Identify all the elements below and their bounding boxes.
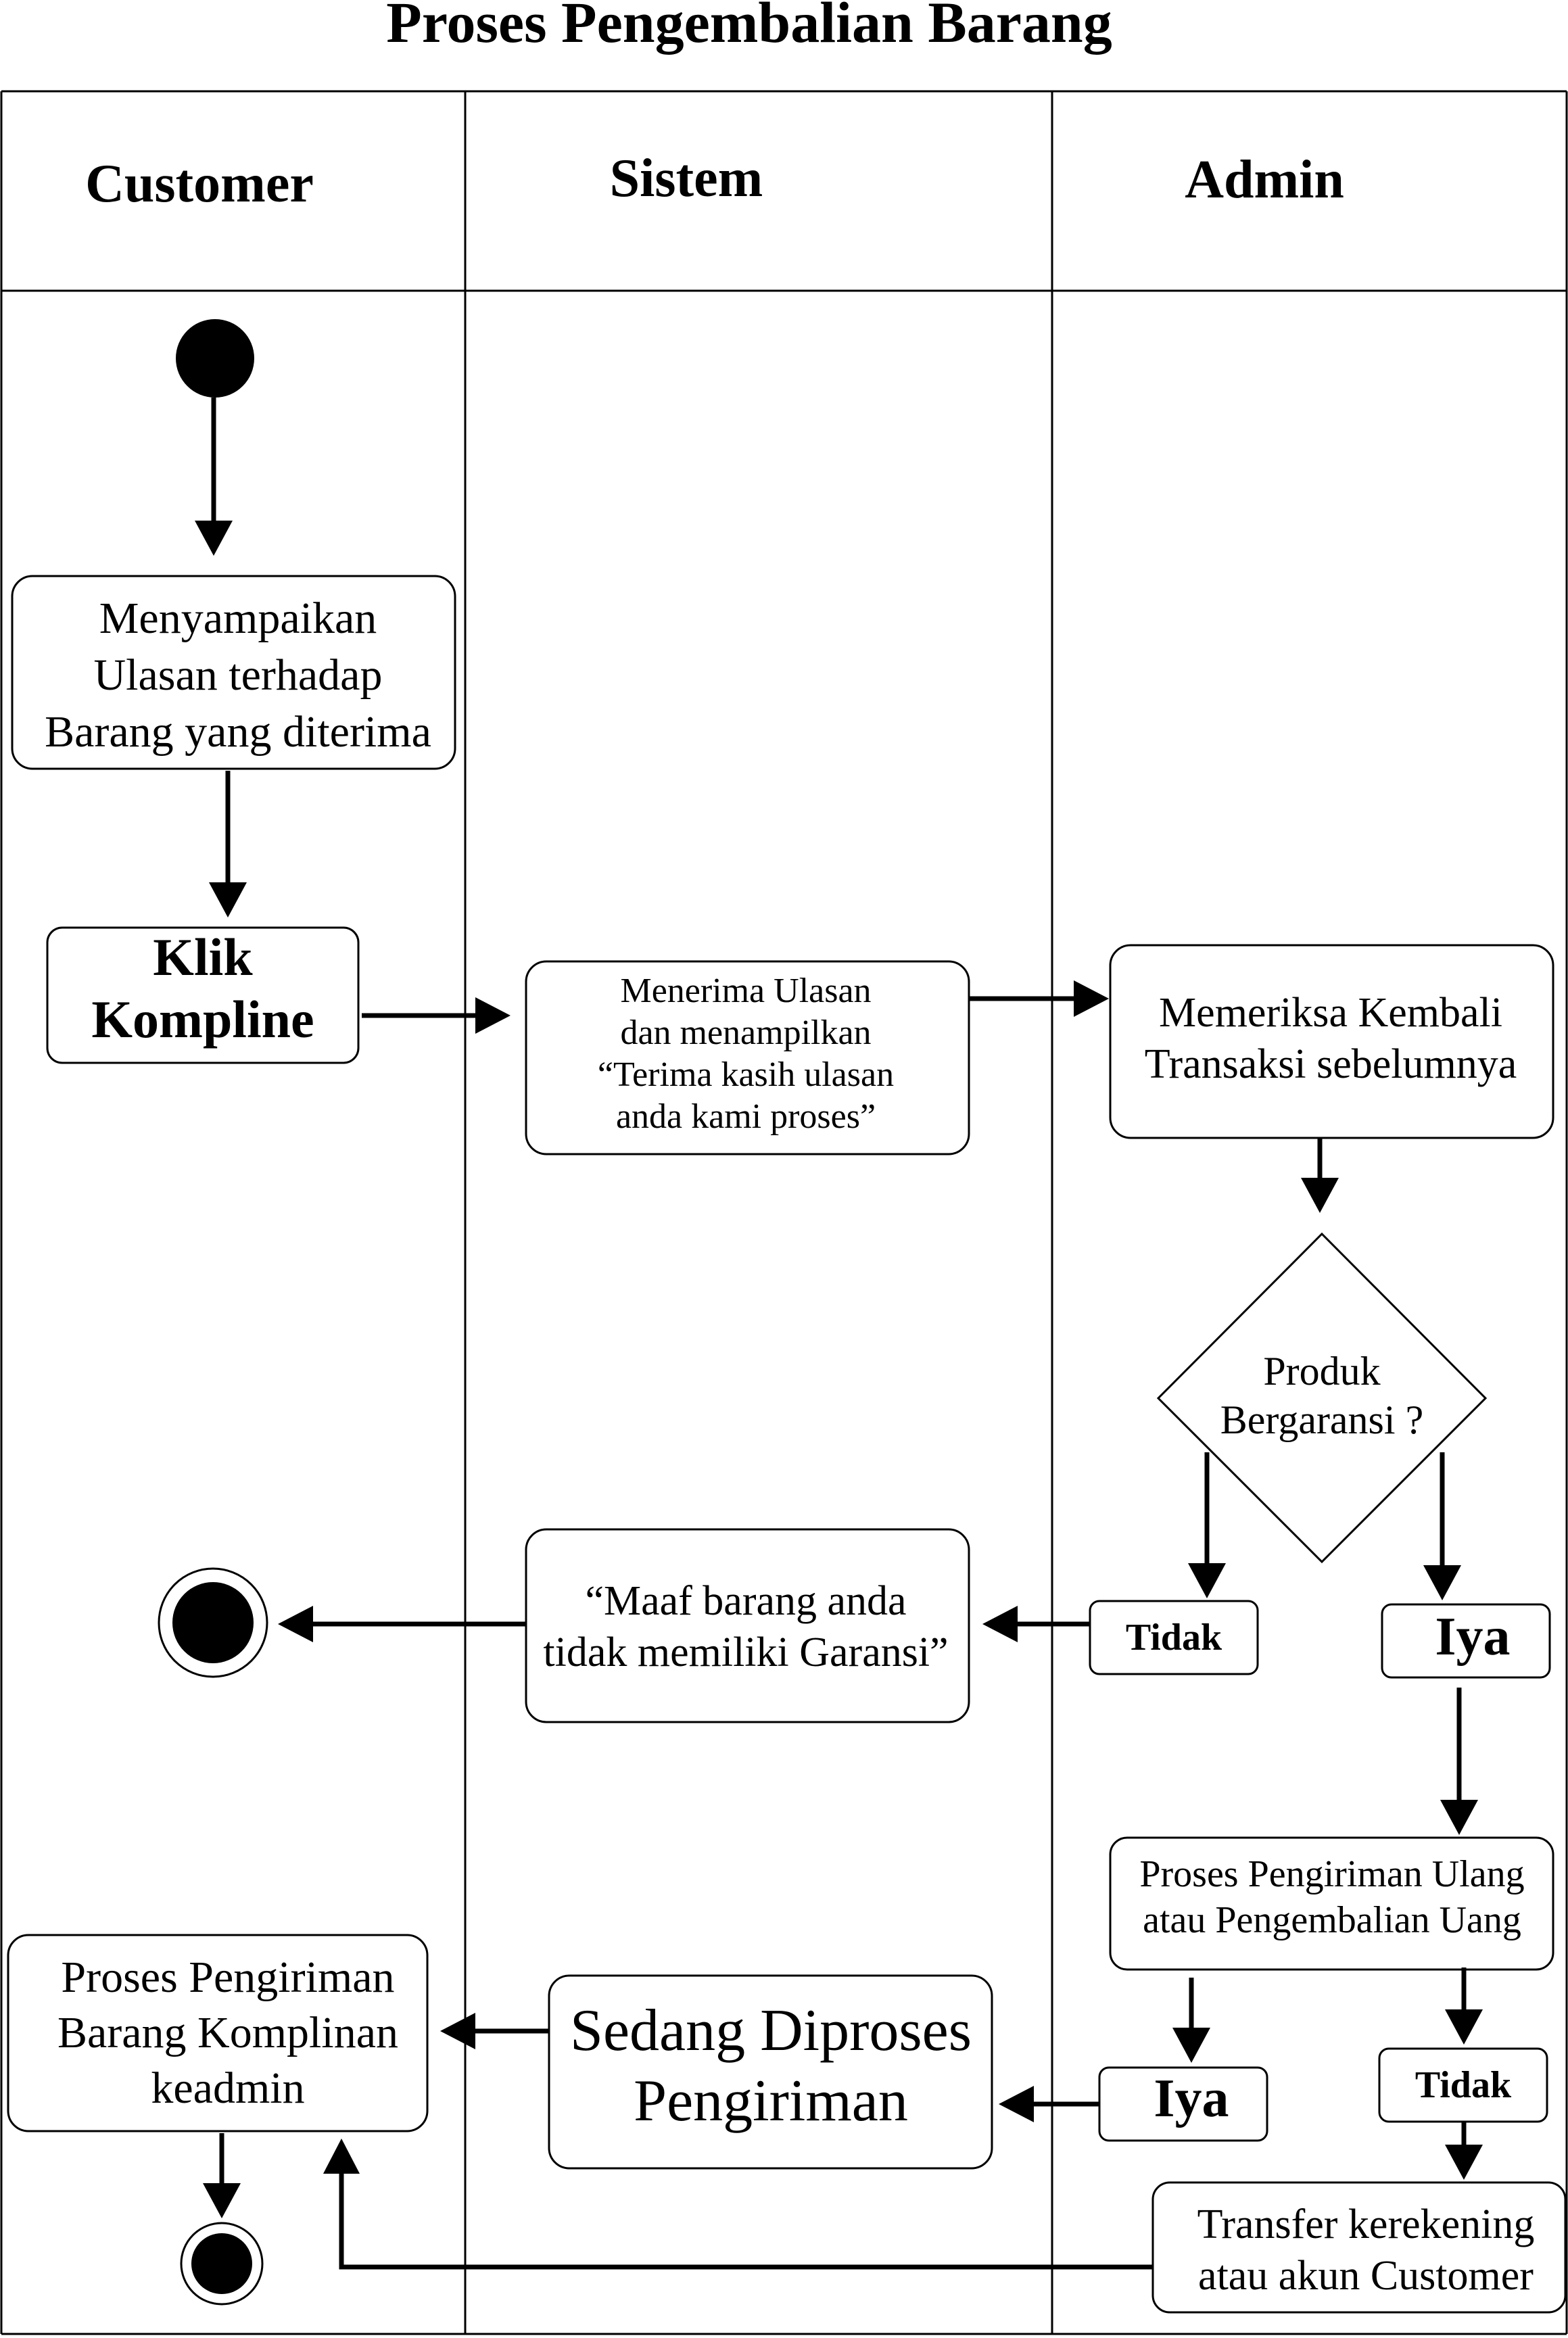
activity-memeriksa-transaksi	[1109, 944, 1554, 1139]
activity-menyampaikan-ulasan	[11, 575, 456, 770]
label-transfer: Transfer kerekening atau akun Customer	[1197, 2201, 1535, 2299]
lane-header-customer: Customer	[85, 154, 314, 214]
label-line: tidak memiliki Garansi”	[543, 1629, 948, 1675]
activity-proses-pengiriman-komplinan	[7, 1934, 429, 2132]
activity-klik-kompline	[46, 926, 360, 1064]
label-line: atau Pengembalian Uang	[1143, 1899, 1521, 1941]
label-line: keadmin	[151, 2063, 304, 2113]
label-line: Proses Pengiriman	[61, 1953, 394, 2002]
activity-maaf-tidak-garansi	[525, 1528, 970, 1723]
decision-produk-bergaransi	[1156, 1232, 1488, 1564]
label-line: Klik	[153, 928, 253, 986]
label-line: Sedang Diproses	[570, 1998, 972, 2063]
label-tidak-2: Tidak	[1415, 2064, 1512, 2106]
label-line: Produk	[1263, 1349, 1380, 1393]
flow-arrows	[195, 398, 1483, 2270]
label-line: Transfer kerekening	[1197, 2201, 1535, 2247]
label-line: Bergaransi ?	[1220, 1398, 1423, 1442]
end-node-no-warranty	[158, 1567, 268, 1678]
label-line: Iya	[1435, 1607, 1510, 1667]
label-line: Menerima Ulasan	[620, 972, 871, 1010]
activity-transfer-rekening	[1151, 2181, 1567, 2314]
label-line: Memeriksa Kembali	[1159, 990, 1502, 1036]
label-maaf: “Maaf barang anda tidak memiliki Garansi”	[543, 1578, 948, 1675]
label-line: atau akun Customer	[1198, 2253, 1534, 2299]
label-tidak-1: Tidak	[1126, 1617, 1222, 1659]
diagram-title: Proses Pengembalian Barang	[386, 0, 1112, 55]
lane-header-admin: Admin	[1185, 150, 1344, 210]
end-node-complaint	[180, 2222, 264, 2306]
guard-iya-bergaransi	[1381, 1603, 1551, 1679]
guard-tidak-bergaransi	[1089, 1600, 1259, 1675]
label-line: “Maaf barang anda	[585, 1578, 906, 1624]
label-line: Ulasan terhadap	[94, 650, 383, 700]
activity-sedang-diproses	[548, 1974, 993, 2170]
swimlane-frame	[0, 90, 1568, 2335]
label-line: Tidak	[1126, 1617, 1222, 1659]
activity-proses-pengiriman-ulang	[1109, 1836, 1554, 1971]
label-line: “Terima kasih ulasan	[598, 1055, 894, 1094]
label-line: Pengiriman	[634, 2068, 908, 2134]
label-iya-1: Iya	[1435, 1607, 1510, 1667]
activity-menerima-ulasan	[525, 960, 970, 1155]
label-line: Proses Pengiriman Ulang	[1139, 1853, 1524, 1895]
start-node	[176, 319, 254, 398]
label-line: anda kami proses”	[616, 1097, 876, 1136]
label-line: Tidak	[1415, 2064, 1512, 2106]
label-line: Kompline	[91, 990, 314, 1049]
label-iya-2: Iya	[1154, 2069, 1229, 2128]
label-line: Barang Komplinan	[57, 2008, 398, 2057]
lane-header-sistem: Sistem	[610, 149, 763, 208]
label-line: Barang yang diterima	[45, 707, 431, 757]
label-line: dan menampilkan	[620, 1013, 871, 1052]
label-line: Menyampaikan	[99, 594, 377, 643]
label-line: Iya	[1154, 2069, 1229, 2128]
label-line: Transaksi sebelumnya	[1145, 1041, 1517, 1087]
